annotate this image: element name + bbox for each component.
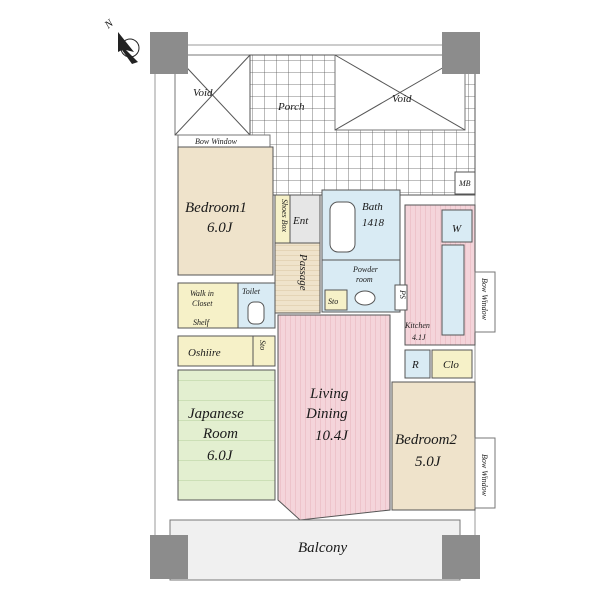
bathtub [329,201,356,253]
mb-box [454,171,476,195]
bath-name-label: Bath [362,201,383,213]
japanese-label-1: Japanese [188,406,244,422]
kitchen-name-label: Kitchen [404,321,430,330]
balcony-label: Balcony [298,540,347,556]
powder-room-label-1: Powder [352,265,379,274]
pillar-top-right [442,32,480,74]
kitchen-counter [441,244,465,336]
toilet-label: Toilet [242,287,261,296]
void-left-label: Void [193,87,213,99]
bedroom1-size-label: 6.0J [207,220,234,236]
pillar-bottom-left [150,535,188,579]
bedroom2-area [391,381,476,511]
oshiire-label: Oshiire [188,347,221,359]
bedroom2-name-label: Bedroom2 [395,432,457,448]
japanese-label-2: Room [202,426,238,442]
bedroom1-area [177,146,274,276]
bedroom1-name-label: Bedroom1 [185,200,247,216]
mb-label: MB [458,179,471,188]
sto-small-area [324,289,348,311]
living-dining-area [277,314,391,521]
powder-sink [354,290,376,306]
washer-area [441,209,473,243]
bath-size-label: 1418 [362,217,385,229]
entrance-label: Ent [292,215,309,227]
passage-label: Passage [297,253,309,291]
void-right-label: Void [392,93,412,105]
walk-in-label-2: Closet [192,299,213,308]
toilet-bowl [247,301,265,325]
pillar-bottom-right [442,535,480,579]
bow-window-right-lower [474,437,496,509]
bow-window-right-lower-label: Bow Window [480,454,489,497]
kitchen-size-label: 4.1J [412,333,426,342]
bow-window-right-upper-label: Bow Window [480,278,489,321]
pillar-top-left [150,32,188,74]
sto-vertical-label: Sto [258,340,267,350]
powder-room-label-2: room [356,275,373,284]
sto-small-label: Sto [328,297,338,306]
compass-letter: N [102,17,117,32]
japanese-size-label: 6.0J [207,448,234,464]
living-label-1: Living [309,386,349,402]
bedroom2-size-label: 5.0J [415,454,442,470]
refrigerator-area [404,349,431,379]
shelf-label: Shelf [193,318,211,327]
closet-label: Clo [443,359,459,371]
refrigerator-label: R [411,359,419,371]
japanese-room-area [177,369,276,501]
living-label-2: Dining [305,406,348,422]
ps-area [394,284,408,311]
sto-vertical-area [252,335,276,367]
ps-label: PS [398,289,407,299]
walk-in-label-1: Walk in [190,289,214,298]
passage-area [274,242,321,314]
oshiire-area [177,335,254,367]
washer-label: W [452,223,462,235]
shoes-box-label: Shoes Box [280,199,289,233]
bow-window-top-label: Bow Window [195,137,238,146]
bow-window-right-upper [474,271,496,333]
porch-label: Porch [277,101,305,113]
entrance-area [289,194,321,244]
living-size-label: 10.4J [315,428,349,444]
compass-north-arrow-icon [118,32,140,64]
closet-area [431,349,473,379]
